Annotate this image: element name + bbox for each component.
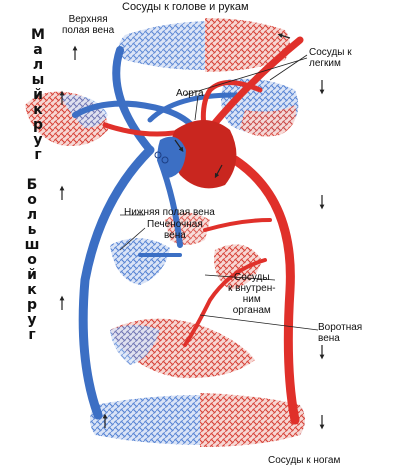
hepatic-vein-label: Печеночная вена [147,219,203,241]
internal-organs-vessels-label: Сосуды к внутрен- ним органам [228,272,276,316]
leg-vessels-label: Сосуды к ногам [268,455,341,466]
head-arm-capillaries [118,18,290,72]
lung-vessels-label: Сосуды к легким [309,47,352,69]
small-circle-label: Малый круг [31,27,45,163]
leg-capillaries [90,393,305,447]
inferior-vena-cava-label: Нижняя полая вена [124,207,215,218]
superior-vena-cava-label: Верхняя полая вена [62,14,115,36]
flow-arrows [59,33,325,430]
portal-vein-label: Воротная вена [318,322,363,344]
pointer-lines [119,54,319,331]
large-circle-label: Большой круг [24,177,40,343]
aorta-label: Аорта [176,88,204,99]
head-arms-vessels-label: Сосуды к голове и рукам [122,1,249,13]
